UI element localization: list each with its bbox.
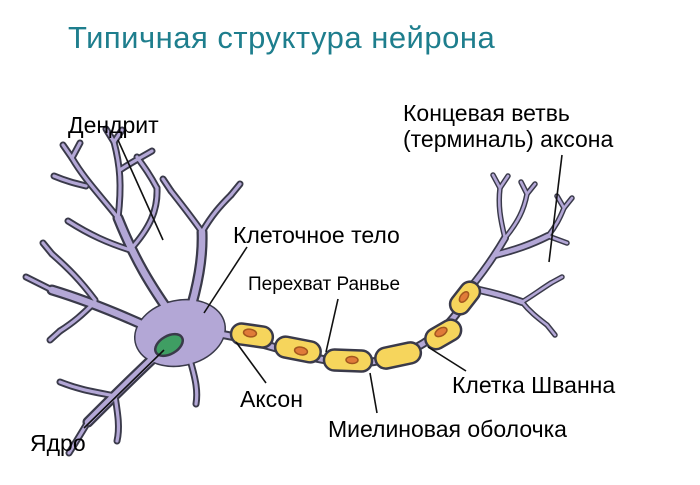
label-axon-terminal: Концевая ветвь (терминаль) аксона bbox=[403, 100, 613, 153]
page-title: Типичная структура нейрона bbox=[68, 20, 496, 55]
leader-node-of-ranvier bbox=[325, 298, 339, 353]
leader-schwann bbox=[427, 346, 467, 372]
schwann-nucleus bbox=[242, 328, 258, 338]
label-schwann-cell: Клетка Шванна bbox=[452, 372, 616, 398]
leader-axon bbox=[235, 341, 267, 384]
schwann-cell-nuclei bbox=[242, 291, 470, 365]
myelin-segment bbox=[374, 341, 423, 370]
leader-lines bbox=[83, 139, 563, 429]
label-axon-terminal-line1: Концевая ветвь bbox=[403, 100, 570, 126]
schwann-nucleus bbox=[293, 346, 309, 356]
leader-cell-body bbox=[203, 246, 248, 314]
label-axon-terminal-line2: (терминаль) аксона bbox=[403, 126, 614, 153]
label-myelin-sheath: Миелиновая оболочка bbox=[328, 416, 567, 442]
label-nucleus: Ядро bbox=[30, 430, 86, 456]
leader-dendrite bbox=[117, 139, 164, 241]
label-cell-body: Клеточное тело bbox=[233, 222, 400, 248]
leader-myelin bbox=[369, 372, 378, 414]
schwann-nucleus bbox=[458, 291, 470, 303]
leader-nucleus bbox=[83, 349, 165, 429]
leader-terminal bbox=[548, 154, 563, 263]
label-node-of-ranvier: Перехват Ранвье bbox=[248, 274, 401, 295]
nucleus bbox=[154, 332, 184, 358]
schwann-nucleus bbox=[434, 326, 448, 338]
label-dendrite: Дендрит bbox=[68, 112, 159, 138]
label-axon: Аксон bbox=[240, 386, 303, 412]
schwann-nucleus bbox=[345, 355, 359, 365]
